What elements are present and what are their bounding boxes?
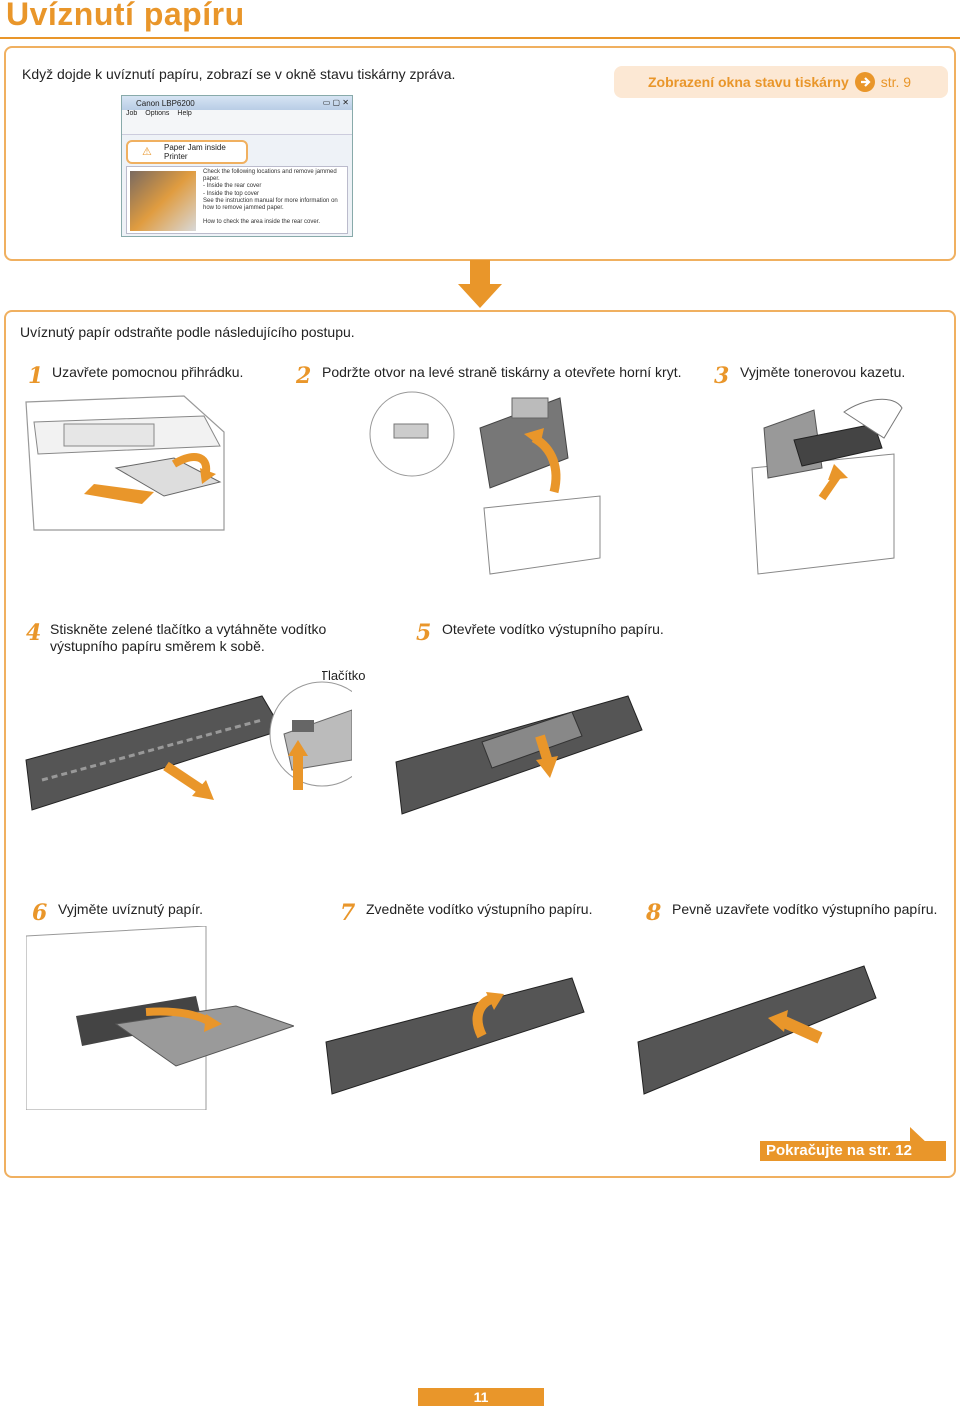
procedure-intro: Uvíznutý papír odstraňte podle následují… bbox=[20, 324, 355, 340]
step-text: Otevřete vodítko výstupního papíru. bbox=[442, 621, 664, 637]
illustration-close-guide bbox=[634, 926, 904, 1110]
window-titlebar: Canon LBP6200 ▭ ▢ ✕ bbox=[122, 96, 352, 110]
status-message-text: Paper Jam inside Printer bbox=[164, 143, 226, 161]
printer-photo bbox=[130, 171, 196, 231]
illustration-close-tray bbox=[25, 395, 225, 531]
reference-label: Zobrazení okna stavu tiskárny bbox=[648, 74, 849, 90]
step-text: Podržte otvor na levé straně tiskárny a … bbox=[322, 364, 682, 380]
menu-help: Help bbox=[177, 110, 192, 117]
step-text: Stiskněte zelené tlačítko a vytáhněte vo… bbox=[50, 621, 327, 654]
continue-band bbox=[760, 1141, 946, 1161]
reference-link[interactable]: Zobrazení okna stavu tiskárny str. 9 bbox=[614, 66, 948, 98]
step-number: 1 bbox=[28, 363, 44, 389]
step-text: Zvedněte vodítko výstupního papíru. bbox=[366, 901, 593, 917]
window-toolbar bbox=[122, 121, 352, 135]
page-number: 11 bbox=[418, 1388, 544, 1406]
step-text: Uzavřete pomocnou přihrádku. bbox=[52, 364, 244, 380]
detail-line: - Inside the rear cover bbox=[203, 183, 262, 190]
illustration-remove-toner bbox=[751, 398, 903, 575]
status-window-screenshot: Canon LBP6200 ▭ ▢ ✕ Job Options Help ⚠ P… bbox=[121, 95, 353, 237]
illustration-open-guide bbox=[392, 650, 654, 844]
arrow-down-icon bbox=[458, 260, 502, 308]
detail-line: See the instruction manual for more info… bbox=[203, 197, 338, 204]
window-title: Canon LBP6200 bbox=[136, 98, 195, 108]
step-text: Vyjměte tonerovou kazetu. bbox=[740, 364, 906, 380]
button-callout: Tlačítko bbox=[320, 668, 366, 683]
continue-label: Pokračujte na str. 12 bbox=[766, 1142, 912, 1159]
status-intro: Když dojde k uvíznutí papíru, zobrazí se… bbox=[22, 66, 456, 82]
window-menu: Job Options Help bbox=[122, 110, 352, 121]
step-number: 4 bbox=[26, 620, 42, 646]
reference-page: str. 9 bbox=[880, 74, 912, 90]
warning-icon: ⚠ bbox=[142, 146, 152, 158]
window-controls-icon: ▭ ▢ ✕ bbox=[322, 98, 349, 107]
detail-link[interactable]: How to check the area inside the rear co… bbox=[203, 219, 321, 226]
illustration-remove-paper bbox=[26, 926, 294, 1110]
page-title: Uvíznutí papíru bbox=[6, 0, 245, 32]
step-number: 3 bbox=[714, 363, 730, 389]
menu-job: Job bbox=[126, 110, 138, 117]
status-details: Check the following locations and remove… bbox=[126, 166, 348, 234]
corner-arrow-icon bbox=[910, 1127, 946, 1161]
step-number: 2 bbox=[296, 363, 312, 389]
step-text: Pevně uzavřete vodítko výstupního papíru… bbox=[672, 901, 938, 917]
continue-link[interactable]: Pokračujte na str. 12 bbox=[760, 1127, 946, 1163]
step-number: 8 bbox=[646, 900, 662, 926]
menu-options: Options bbox=[145, 110, 170, 117]
detail-line bbox=[203, 212, 339, 219]
detail-line: how to remove jammed paper. bbox=[203, 204, 284, 211]
step-number: 5 bbox=[416, 620, 432, 646]
status-message: ⚠ Paper Jam inside Printer bbox=[126, 140, 248, 164]
detail-line: Check the following locations and remove… bbox=[203, 169, 337, 175]
detail-line: paper. bbox=[203, 176, 220, 183]
illustration-pull-guide bbox=[22, 650, 352, 844]
step-number: 7 bbox=[340, 900, 356, 926]
step-text: Vyjměte uvíznutý papír. bbox=[58, 901, 203, 917]
step-number: 6 bbox=[32, 900, 48, 926]
title-rule bbox=[0, 37, 960, 39]
arrow-right-icon bbox=[854, 72, 875, 92]
detail-line: - Inside the top cover bbox=[203, 190, 260, 197]
illustration-lift-guide bbox=[322, 926, 592, 1110]
illustration-open-top-cover bbox=[369, 391, 601, 575]
